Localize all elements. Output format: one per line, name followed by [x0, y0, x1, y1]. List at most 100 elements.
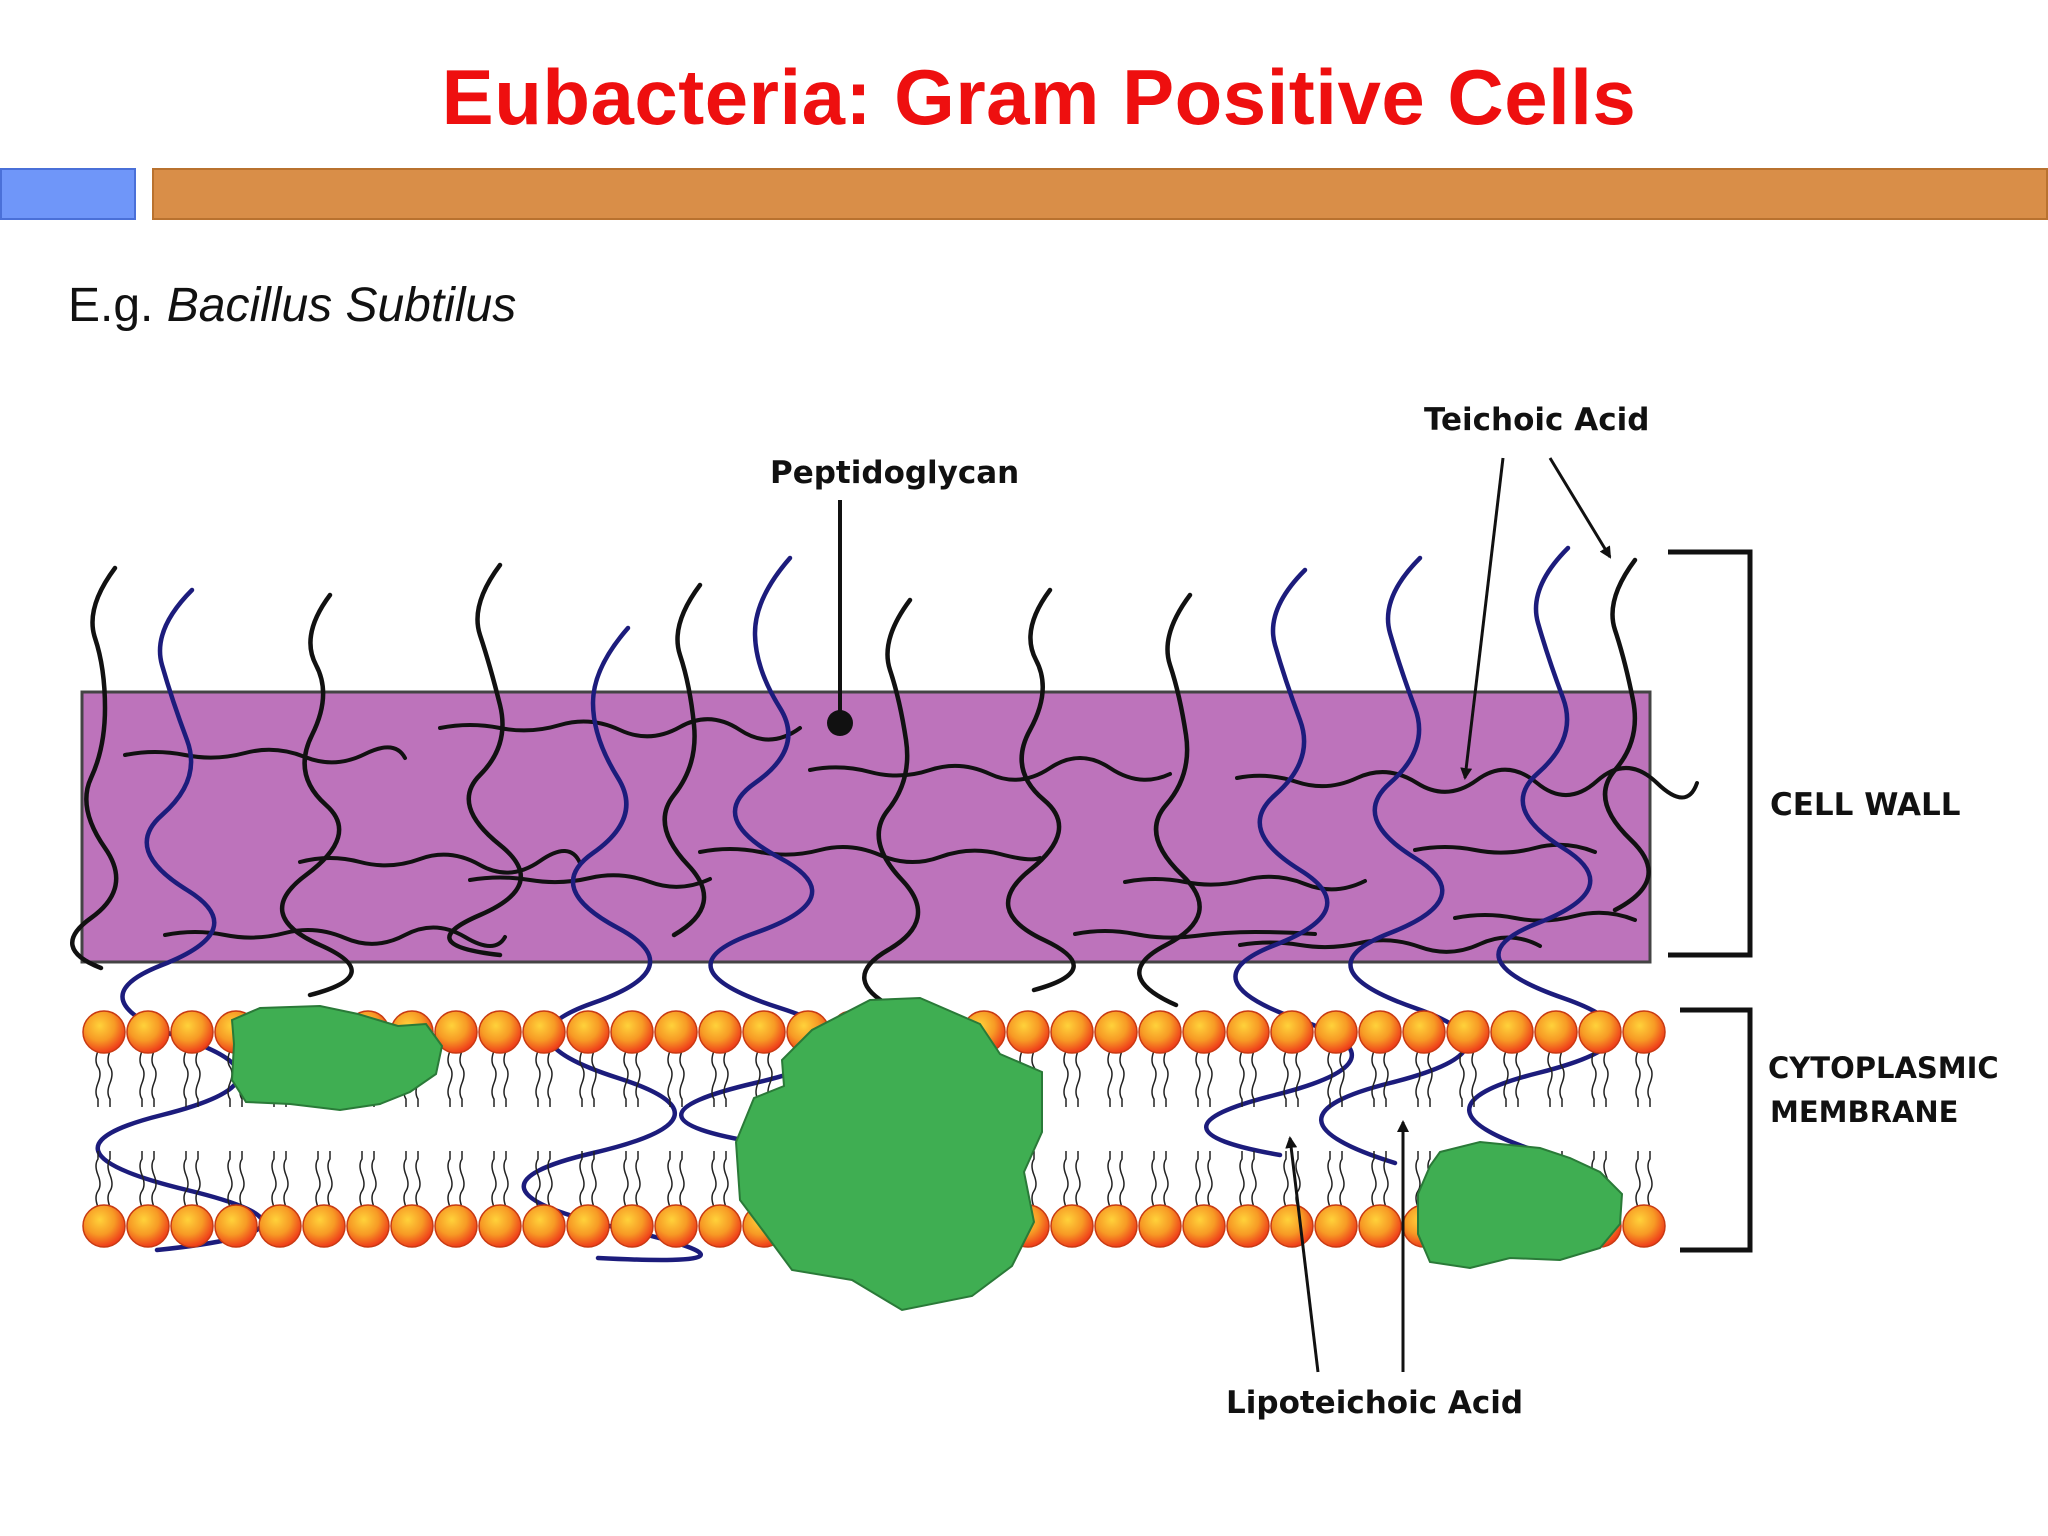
lipid-tail [1195, 1050, 1201, 1107]
lipid-head [1402, 1010, 1446, 1054]
lipid-tail [1151, 1050, 1157, 1107]
lipid-tail [535, 1050, 541, 1107]
lipid-tail [623, 1050, 629, 1107]
lipid-head [566, 1010, 610, 1054]
lipid-tail [95, 1151, 101, 1208]
lipid-tail [139, 1151, 145, 1208]
lipid-tail [1415, 1151, 1421, 1208]
lipid-tail [1371, 1050, 1377, 1107]
lipid-tail [1063, 1050, 1069, 1107]
lipid-tail [1327, 1151, 1333, 1208]
lipid-tail [1427, 1050, 1433, 1107]
lipid-head [522, 1010, 566, 1054]
lipid-tail [667, 1050, 673, 1107]
lipid-head [1358, 1204, 1402, 1248]
lipid-head [1226, 1010, 1270, 1054]
lipid-head [478, 1010, 522, 1054]
lipid-tail [151, 1050, 157, 1107]
lipid-tail [503, 1050, 509, 1107]
lipid-tail [1591, 1050, 1597, 1107]
lipid-tail [491, 1050, 497, 1107]
membrane-proteins [230, 996, 1624, 1312]
lipid-tail [1471, 1050, 1477, 1107]
lipid-tail [1075, 1151, 1081, 1208]
lipid-tail [503, 1151, 509, 1208]
lipid-head [522, 1204, 566, 1248]
lipid-tail [1515, 1050, 1521, 1107]
lipid-head [610, 1204, 654, 1248]
lipid-tail [195, 1151, 201, 1208]
lipid-head [698, 1010, 742, 1054]
lipid-tail [283, 1151, 289, 1208]
label-cytoplasmic-line1: CYTOPLASMIC [1768, 1051, 1999, 1085]
lipid-head [346, 1204, 390, 1248]
example-prefix: E.g. [68, 279, 154, 332]
lipid-tail [547, 1151, 553, 1208]
lipid-tail [547, 1050, 553, 1107]
slide-title: Eubacteria: Gram Positive Cells [441, 53, 1637, 141]
lipid-tail [371, 1151, 377, 1208]
lipid-tail [579, 1050, 585, 1107]
lipid-head [1094, 1204, 1138, 1248]
lipid-tail [1647, 1050, 1653, 1107]
lipid-tail [591, 1050, 597, 1107]
lipid-head [1094, 1010, 1138, 1054]
lipid-tail [1163, 1151, 1169, 1208]
lipid-head [742, 1010, 786, 1054]
lipid-tail [1107, 1050, 1113, 1107]
lipid-tail [459, 1151, 465, 1208]
lipid-tail [1503, 1050, 1509, 1107]
lipid-head [82, 1204, 126, 1248]
lipid-head [390, 1204, 434, 1248]
lipid-tail [1295, 1050, 1301, 1107]
lipid-tail [183, 1151, 189, 1208]
lipid-head [1050, 1204, 1094, 1248]
lipid-head [126, 1204, 170, 1248]
cell-wall-bracket [1668, 549, 1753, 958]
teichoic-arrow-2 [1548, 457, 1612, 559]
lipid-head [82, 1010, 126, 1054]
lipid-tail [1075, 1050, 1081, 1107]
lipid-tail [415, 1151, 421, 1208]
lipid-tail [1327, 1050, 1333, 1107]
cell-wall-layer [80, 690, 1652, 964]
lipid-tail [1647, 1151, 1653, 1208]
lipid-head [434, 1204, 478, 1248]
lipid-tail [1283, 1151, 1289, 1208]
lipoteichoic-arrow-1 [1285, 1136, 1320, 1373]
lipid-tail [1207, 1050, 1213, 1107]
lipid-head [654, 1010, 698, 1054]
lipid-tail [1383, 1050, 1389, 1107]
lipid-tail [459, 1050, 465, 1107]
lipid-tails-bottom [95, 1151, 1653, 1208]
lipid-tail [723, 1050, 729, 1107]
lipid-head [654, 1204, 698, 1248]
lipid-head [1622, 1204, 1666, 1248]
lipid-tail [95, 1050, 101, 1107]
lipid-tail [315, 1151, 321, 1208]
lipid-tail [1635, 1050, 1641, 1107]
lipid-tail [107, 1050, 113, 1107]
lipid-tail [1383, 1151, 1389, 1208]
lipid-head [1270, 1204, 1314, 1248]
lipid-tail [1151, 1151, 1157, 1208]
lipid-tail [227, 1151, 233, 1208]
lipid-head [258, 1204, 302, 1248]
membrane-protein-center [734, 996, 1043, 1312]
lipid-tail [1119, 1050, 1125, 1107]
label-cytoplasmic-line2: MEMBRANE [1770, 1095, 1959, 1129]
membrane-protein-left [230, 1004, 444, 1112]
lipid-tail [591, 1151, 597, 1208]
label-peptidoglycan: Peptidoglycan [770, 455, 1019, 491]
lipid-tail [1239, 1151, 1245, 1208]
lipid-tail [183, 1050, 189, 1107]
lipid-head [1182, 1010, 1226, 1054]
lipid-head [1446, 1010, 1490, 1054]
lipid-tail [1107, 1151, 1113, 1208]
label-teichoic-acid: Teichoic Acid [1424, 402, 1649, 438]
lipid-head [1182, 1204, 1226, 1248]
lipid-head [1138, 1010, 1182, 1054]
lipid-head [1050, 1010, 1094, 1054]
lipid-tail [491, 1151, 497, 1208]
